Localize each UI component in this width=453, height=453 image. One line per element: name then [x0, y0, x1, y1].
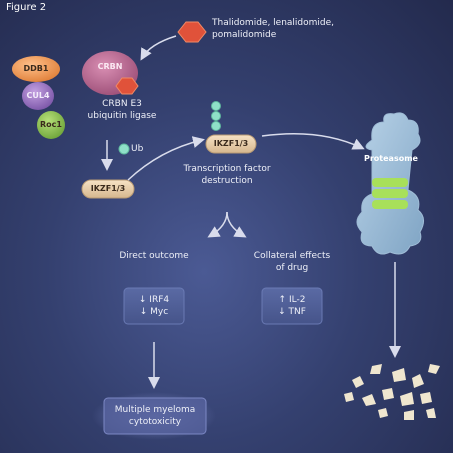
peptide-fragment [344, 392, 354, 402]
peptide-fragment [412, 374, 424, 388]
peptide-fragments [344, 364, 440, 420]
proteasome-core-ring [372, 189, 408, 198]
drug-binding-arrow [140, 35, 177, 61]
peptide-fragment [392, 368, 406, 382]
direct-outcome-title: Direct outcome [119, 251, 189, 261]
ddb1-label: DDB1 [23, 64, 49, 73]
ubiquitin-chain-icon [211, 101, 221, 111]
ubiquitin-label: Ub [131, 144, 144, 154]
ikzf-lower-label: IKZF1/3 [90, 184, 126, 193]
roc1-label: Roc1 [40, 120, 62, 129]
peptide-fragment [420, 392, 432, 404]
ikzf-transfer-arrow [127, 136, 205, 181]
ubiquitin-icon [118, 143, 130, 155]
ubiquitin-chain-icon [211, 111, 221, 121]
ddb1-protein [12, 56, 60, 82]
peptide-fragment [370, 364, 382, 374]
ubiquitin-chain-icon [211, 121, 221, 131]
peptide-fragment [382, 388, 394, 400]
proteasome-core-ring [372, 178, 408, 187]
collateral-title: Collateral effects of drug [253, 251, 331, 273]
drug-label: Thalidomide, lenalidomide, pomalidomide [212, 18, 335, 40]
myeloma-label: Multiple myeloma cytotoxicity [114, 405, 196, 427]
peptide-fragment [378, 408, 388, 418]
direct-outcome-box [123, 287, 185, 325]
peptide-fragment [352, 376, 364, 388]
ligase-caption: CRBN E3 ubiquitin ligase [87, 99, 157, 121]
peptide-fragment [404, 410, 414, 420]
split-stem [226, 211, 247, 238]
peptide-fragment [426, 408, 436, 418]
drug-hexagon-icon [177, 21, 207, 43]
bound-drug-hexagon-icon [115, 77, 139, 95]
peptide-fragment [428, 364, 440, 374]
split-stem [207, 211, 228, 238]
destruction-label: Transcription factor destruction [183, 164, 271, 186]
direct-outcome-items: ↓ IRF4 ↓ Myc [138, 295, 170, 317]
proteasome-label: Proteasome [364, 154, 418, 163]
ikzf-upper-label: IKZF1/3 [213, 139, 249, 148]
collateral-effects-box [261, 287, 323, 325]
collateral-items: ↑ IL-2 ↓ TNF [278, 295, 306, 317]
ikzf-upper-pill [205, 134, 257, 154]
peptide-fragment [400, 392, 414, 406]
proteasome-core-ring [372, 200, 408, 209]
crbn-label: CRBN [97, 62, 123, 71]
cul4-protein [22, 82, 54, 110]
roc1-protein [37, 111, 65, 139]
peptide-fragment [362, 394, 376, 406]
cul4-label: CUL4 [26, 91, 50, 100]
myeloma-box [103, 397, 207, 435]
ikzf-lower-pill [81, 179, 135, 199]
figure-label: Figure 2 [6, 2, 47, 13]
degradation-arrow [261, 132, 365, 150]
